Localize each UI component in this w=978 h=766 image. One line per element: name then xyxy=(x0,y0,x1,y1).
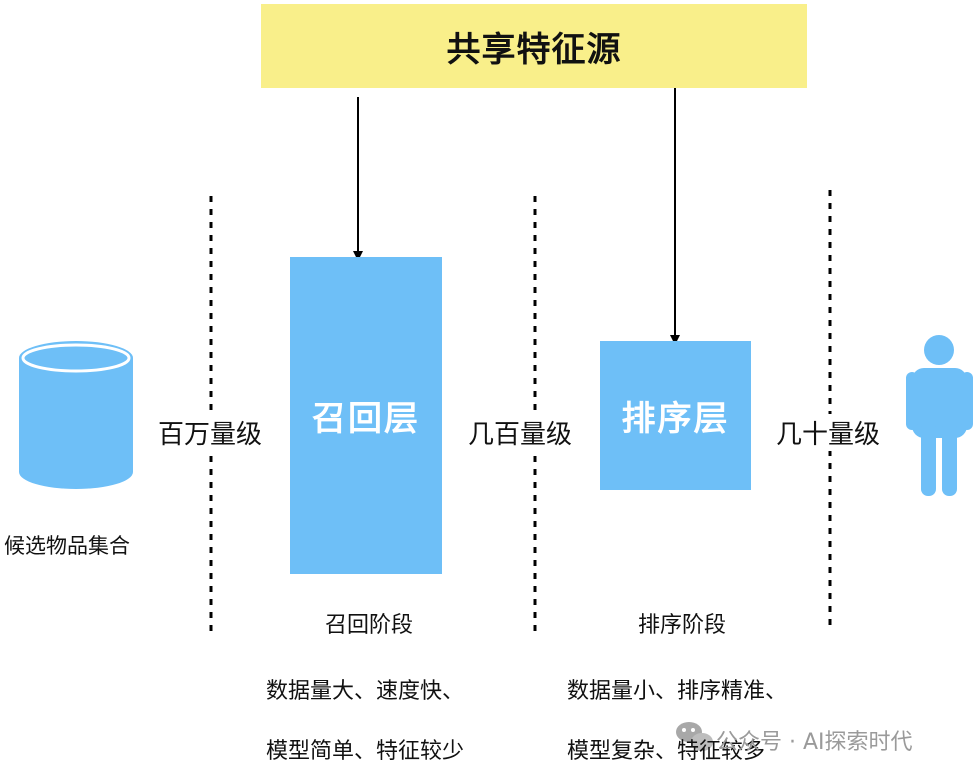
candidate-items-label: 候选物品集合 xyxy=(4,534,130,558)
rank-phase-label: 排序阶段 xyxy=(638,613,727,638)
rank-layer-box: 排序层 xyxy=(600,341,751,490)
scale-tens-label: 几十量级 xyxy=(776,414,881,451)
user-icon xyxy=(906,335,973,496)
watermark-text: 公众号 · AI探索时代 xyxy=(716,730,913,755)
recall-desc-line-2: 模型简单、特征较少 xyxy=(266,739,465,764)
rank-layer-title: 排序层 xyxy=(621,399,730,439)
wechat-icon xyxy=(676,722,713,751)
watermark: 公众号 · AI探索时代 xyxy=(716,724,913,756)
shared-feature-source-title: 共享特征源 xyxy=(446,29,622,70)
shared-feature-source: 共享特征源 xyxy=(261,4,807,88)
scale-millions-label: 百万量级 xyxy=(158,414,263,451)
recall-desc-line-1: 数据量大、速度快、 xyxy=(266,679,465,704)
database-icon xyxy=(19,341,133,489)
scale-hundreds-label: 几百量级 xyxy=(468,414,573,451)
recall-layer-box: 召回层 xyxy=(290,257,442,574)
recall-layer-title: 召回层 xyxy=(312,399,420,439)
rank-desc-line-1: 数据量小、排序精准、 xyxy=(567,679,788,704)
rank-desc-line-2: 模型复杂、特征较多 xyxy=(567,739,766,764)
recall-phase-label: 召回阶段 xyxy=(325,613,414,638)
